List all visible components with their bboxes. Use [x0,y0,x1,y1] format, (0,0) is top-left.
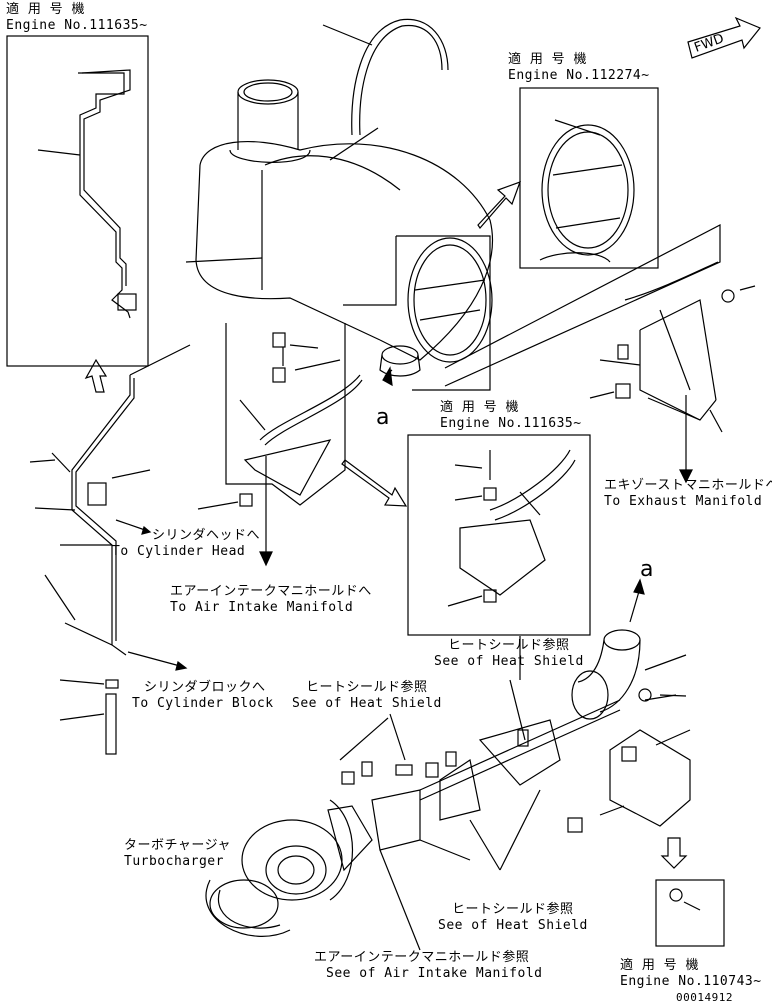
arrow-to-right-inset [477,180,522,229]
inset-box-mid [343,235,493,391]
up-arrow-left [84,358,108,393]
cylinder-head-label: To Cylinder Head [112,544,246,559]
exhaust-manifold-label-jp: エキゾーストマニホールドへ [604,478,772,493]
heat-shield-label-jp-3: ヒートシールド参照 [452,902,574,917]
muffler [195,79,494,377]
exhaust-manifold-label: To Exhaust Manifold [604,494,763,509]
air-intake-label: To Air Intake Manifold [170,600,354,615]
heat-shield-label-jp-1: ヒートシールド参照 [448,638,570,653]
engine-number-label-1: Engine No.111635~ [6,18,148,33]
arrow-to-clamp-inset [341,459,408,507]
heat-shield-label-jp-2: ヒートシールド参照 [306,680,428,695]
air-intake-ref-label: See of Air Intake Manifold [326,966,543,981]
cylinder-block-label: To Cylinder Block [132,696,274,711]
turbocharger-label-jp: ターボチャージャ [124,838,231,853]
turbocharger-label: Turbocharger [124,854,224,869]
engine-number-label-2: Engine No.112274~ [508,68,650,83]
pipe-assembly-left [29,344,191,755]
heat-shield-label-1: See of Heat Shield [434,654,584,669]
engine-number-label-3: Engine No.111635~ [440,416,582,431]
inset-box-right [519,87,659,269]
heat-shield-label-3: See of Heat Shield [438,918,588,933]
muffler-strap-pipe [351,18,449,136]
reference-a-label-2: a [640,557,654,582]
inset-box-small [655,879,725,947]
applicable-label-4: 適 用 号 機 [620,958,699,973]
exhaust-bracket [444,224,756,484]
cylinder-head-label-jp: シリンダヘッドへ [152,528,261,543]
applicable-label-1: 適 用 号 機 [6,2,85,17]
elbow-pipe [571,629,687,720]
inset-box-clamp [197,323,363,567]
cylinder-block-label-jp: シリンダブロックへ [144,680,266,695]
reference-a-label-1: a [376,405,390,430]
heat-shield-label-2: See of Heat Shield [292,696,442,711]
engine-number-label-4: Engine No.110743~ [620,974,762,989]
applicable-label-2: 適 用 号 機 [508,52,587,67]
heat-shield-parts [327,694,691,872]
inset-box-top-left [6,35,149,367]
drawing-number: 00014912 [676,991,733,1004]
inset-box-clamp-detail [407,434,591,636]
air-intake-label-jp: エアーインテークマニホールドへ [170,584,372,599]
air-intake-ref-label-jp: エアーインテークマニホールド参照 [314,950,530,965]
applicable-label-3: 適 用 号 機 [440,400,519,415]
